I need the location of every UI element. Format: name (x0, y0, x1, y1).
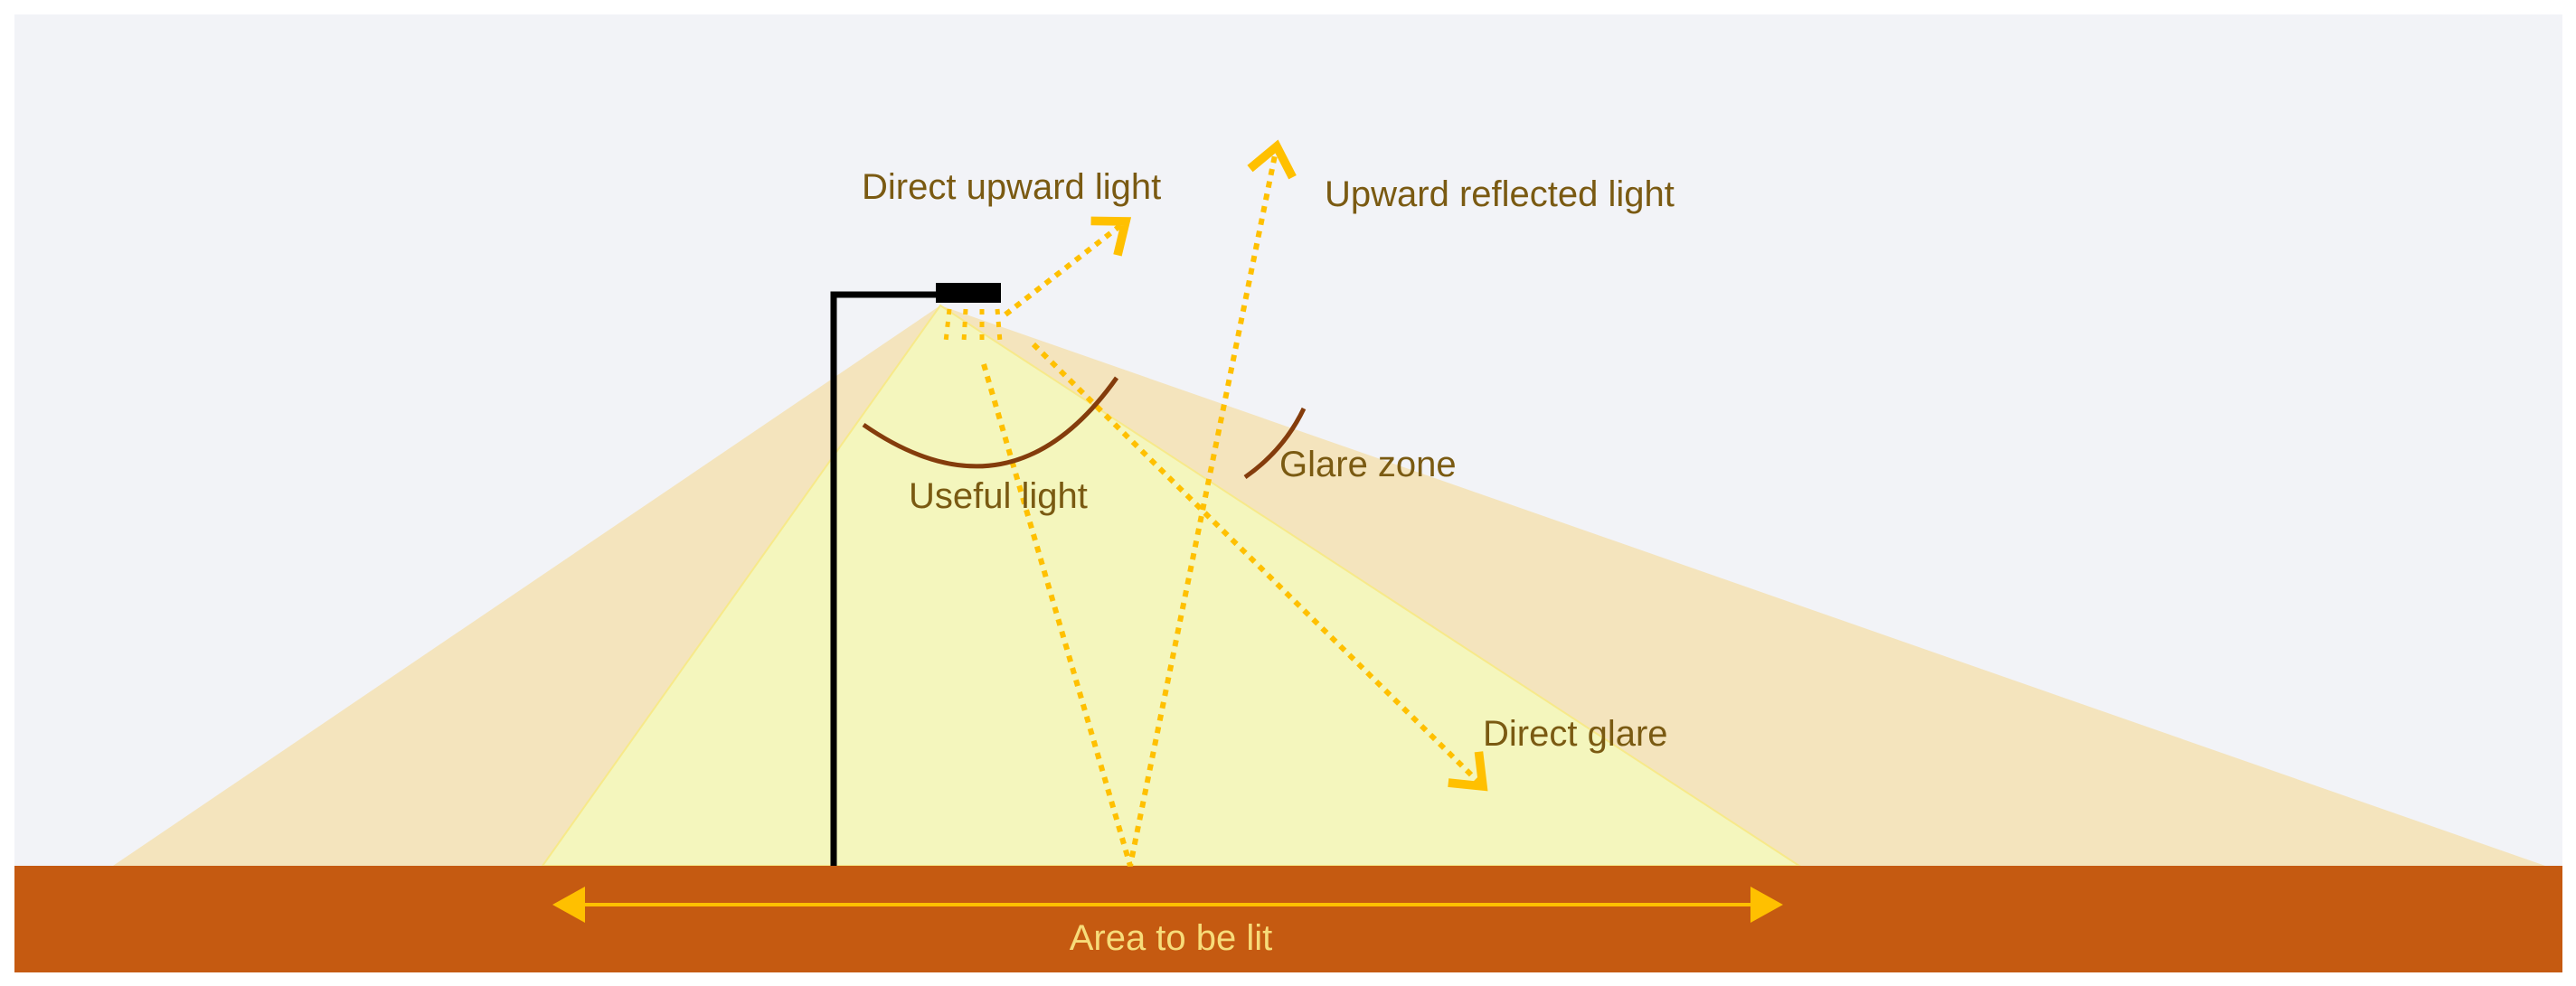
ground (14, 866, 2562, 972)
useful-light-arc (862, 376, 1119, 469)
area-to-be-lit-label: Area to be lit (1070, 918, 1273, 958)
direct-upward-light-ray (1004, 216, 1132, 317)
glare-zone-label: Glare zone (1279, 445, 1457, 484)
reflected-light-ray (981, 139, 1297, 867)
luminaire (936, 283, 1001, 303)
direct-glare-label: Direct glare (1483, 714, 1668, 754)
emission-dashes (943, 308, 1003, 343)
upward-reflected-light-label: Upward reflected light (1325, 174, 1675, 214)
direct-upward-light-label: Direct upward light (862, 167, 1161, 207)
street-light-pole (830, 291, 940, 866)
direct-glare-ray (1031, 342, 1488, 792)
useful-light-label: Useful light (909, 476, 1088, 516)
glare-zone-arc (1243, 407, 1307, 480)
